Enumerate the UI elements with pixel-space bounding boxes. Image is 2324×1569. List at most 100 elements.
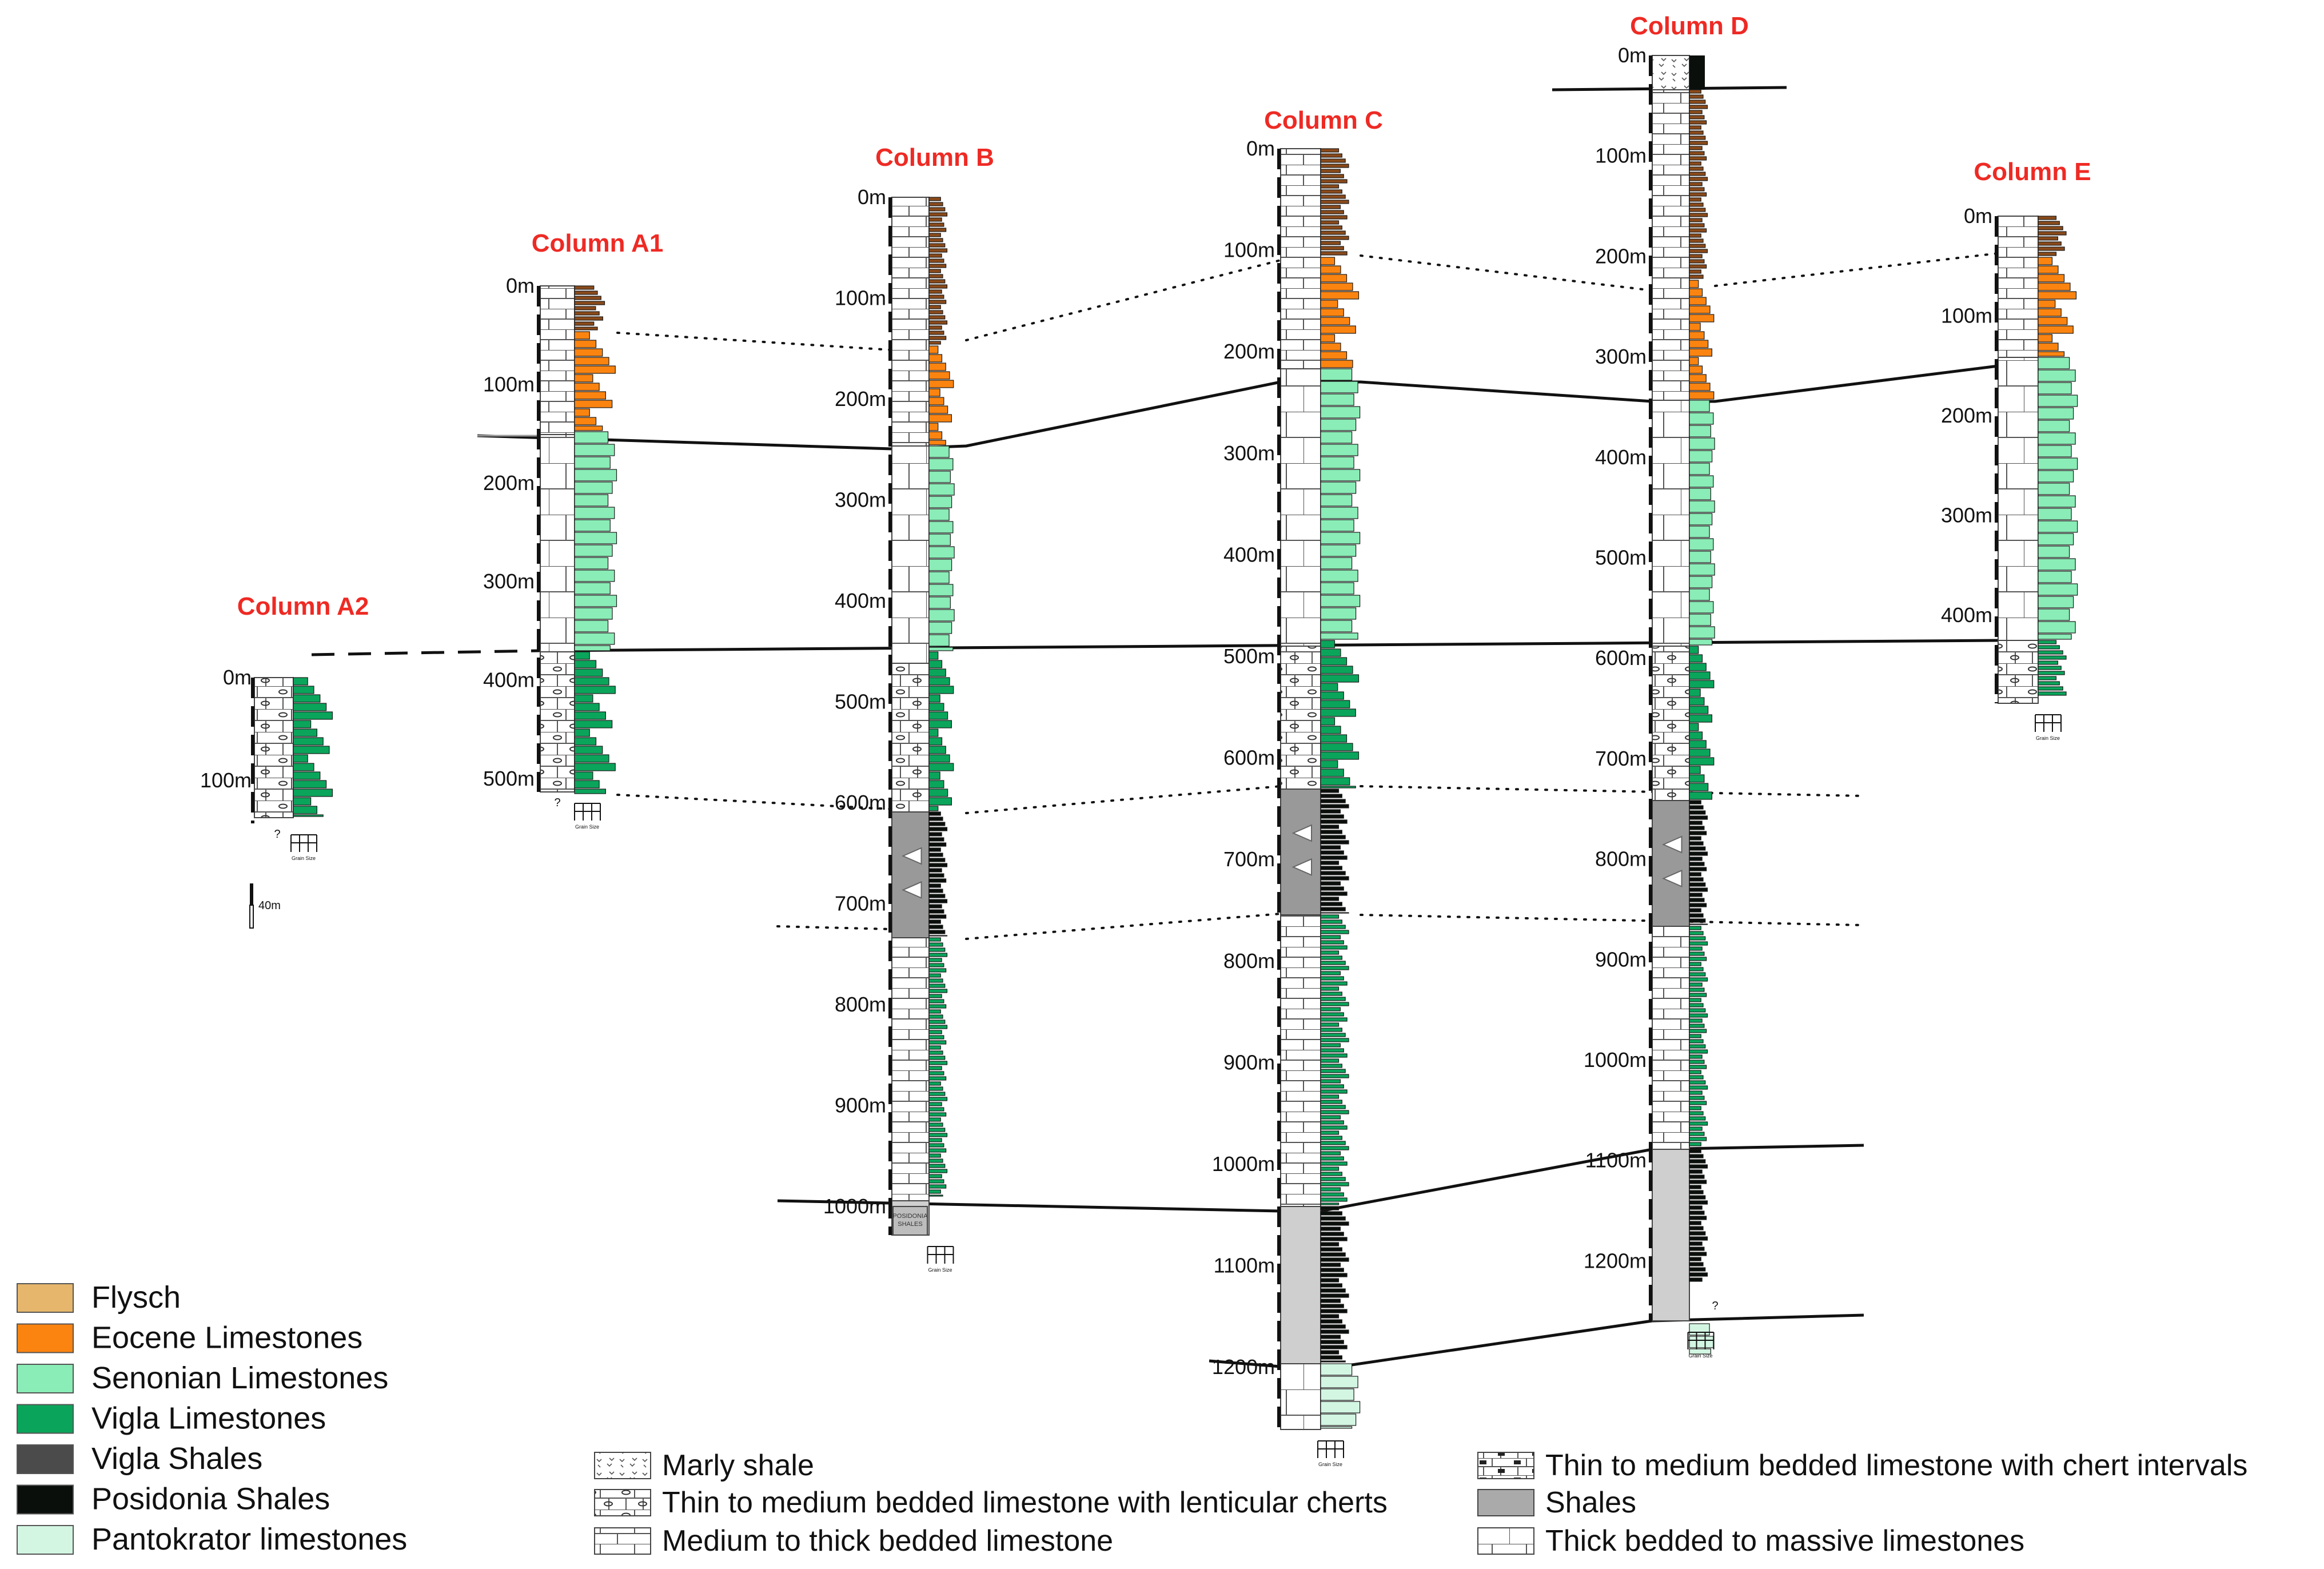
unit-bed [574, 417, 597, 425]
unit-bed [1320, 1388, 1354, 1401]
depth-label: 300m [1595, 345, 1647, 368]
unit-bed [1320, 819, 1348, 824]
unit-bed [1320, 1105, 1346, 1109]
unit-bed [928, 1112, 947, 1117]
unit-bed [928, 380, 954, 388]
unit-bed [1320, 189, 1342, 194]
grain-size-scale: Grain Size [1317, 1440, 1344, 1467]
unit-bed [1689, 1257, 1701, 1261]
depth-label: 400m [1941, 603, 1992, 627]
unit-bed [574, 686, 616, 694]
unit-bed [1320, 210, 1344, 214]
unit-bed [574, 311, 600, 316]
unit-bed [928, 354, 943, 363]
unit-bed [1320, 1161, 1348, 1166]
lithology-interval [1280, 646, 1321, 790]
unit-bed [928, 703, 944, 711]
unit-bed [928, 737, 943, 746]
unit-bed [1689, 1252, 1707, 1256]
unit-bed [1320, 1278, 1340, 1283]
depth-label: 200m [1595, 244, 1647, 268]
grain-size-scale: Grain Size [927, 1246, 954, 1273]
unit-bed [1689, 1137, 1707, 1141]
correlation-line-dotted [1714, 252, 1999, 287]
unit-bed [1320, 1151, 1341, 1156]
unit-bed [1689, 972, 1706, 977]
depth-label: 0m [1246, 137, 1275, 160]
unit-bed [1689, 1348, 1711, 1355]
unit-bed [1689, 862, 1705, 866]
unit-bed [574, 481, 613, 494]
unit-bed [1320, 981, 1348, 986]
unit-bed [928, 1138, 942, 1142]
unit-bed [1689, 951, 1705, 956]
unit-bed [928, 978, 943, 983]
unit-bed [574, 290, 598, 295]
unit-bed [1689, 714, 1712, 723]
unit-bed [2038, 666, 2062, 670]
unit-bed [1689, 365, 1703, 374]
unit-bed [928, 1014, 943, 1019]
unit-bed [1689, 1174, 1705, 1179]
unit-bed [928, 909, 944, 914]
unit-bed [1689, 202, 1704, 207]
unit-bed [1689, 1029, 1707, 1033]
unit-bed [1689, 110, 1703, 114]
unit-bed [1689, 1241, 1703, 1246]
unit-bed [1689, 1024, 1705, 1028]
unit-bed [1689, 680, 1715, 688]
unit-bed [928, 414, 952, 423]
unit-bed [1320, 991, 1342, 996]
unit-bed [2038, 445, 2072, 457]
unit-bed [1689, 130, 1704, 135]
unit-bed [1320, 825, 1340, 829]
unit-bed [1320, 1166, 1340, 1171]
unit-bed [1689, 1003, 1704, 1007]
unit-bed [928, 694, 940, 703]
unit-bed [928, 397, 944, 405]
scale-bar-filled [250, 883, 253, 905]
unit-bed [1320, 914, 1340, 919]
unit-bed [1320, 1058, 1340, 1063]
unit-bed [1320, 1206, 1340, 1210]
depth-label: 800m [835, 993, 886, 1016]
unit-bed [928, 496, 952, 508]
column-d: Column D0m100m200m300m400m500m600m700m80… [1584, 12, 1749, 1359]
unit-bed [1689, 146, 1703, 150]
unit-bed [1689, 1272, 1708, 1277]
unit-bed [928, 1066, 942, 1070]
legend-unit-label: Vigla Shales [91, 1441, 262, 1476]
unit-bed [1689, 846, 1706, 851]
unit-bed [928, 546, 955, 559]
unit-bed [293, 711, 333, 720]
unit-bed [928, 325, 942, 330]
column-title: Column A1 [532, 229, 664, 257]
unit-bed [574, 374, 593, 383]
unit-bed [1320, 444, 1358, 456]
unit-bed [1320, 950, 1340, 955]
legend-unit-label: Senonian Limestones [91, 1361, 388, 1395]
unit-bed [1689, 815, 1708, 820]
unit-bed [1689, 639, 1713, 646]
unit-bed [1320, 897, 1340, 901]
unit-bed [1689, 475, 1714, 488]
unit-bed [2038, 252, 2057, 256]
unit-bed [928, 899, 948, 903]
unit-bed [1689, 857, 1703, 861]
depth-label: 600m [1223, 746, 1275, 770]
lithology-interval [540, 285, 575, 435]
correlation-line-solid [777, 1199, 1281, 1213]
unit-bed [1689, 898, 1705, 902]
unit-bed [928, 584, 954, 596]
unit-bed [293, 797, 312, 806]
unit-bed [1320, 789, 1340, 793]
unit-bed [928, 345, 939, 354]
unit-bed [928, 953, 948, 957]
depth-label: 0m [858, 185, 886, 209]
unit-bed [1320, 334, 1336, 343]
unit-bed [1689, 1159, 1706, 1164]
unit-bed [1689, 1236, 1708, 1241]
depth-label: 900m [1595, 947, 1647, 971]
unit-bed [1320, 657, 1348, 666]
unit-bed [1320, 1329, 1349, 1334]
